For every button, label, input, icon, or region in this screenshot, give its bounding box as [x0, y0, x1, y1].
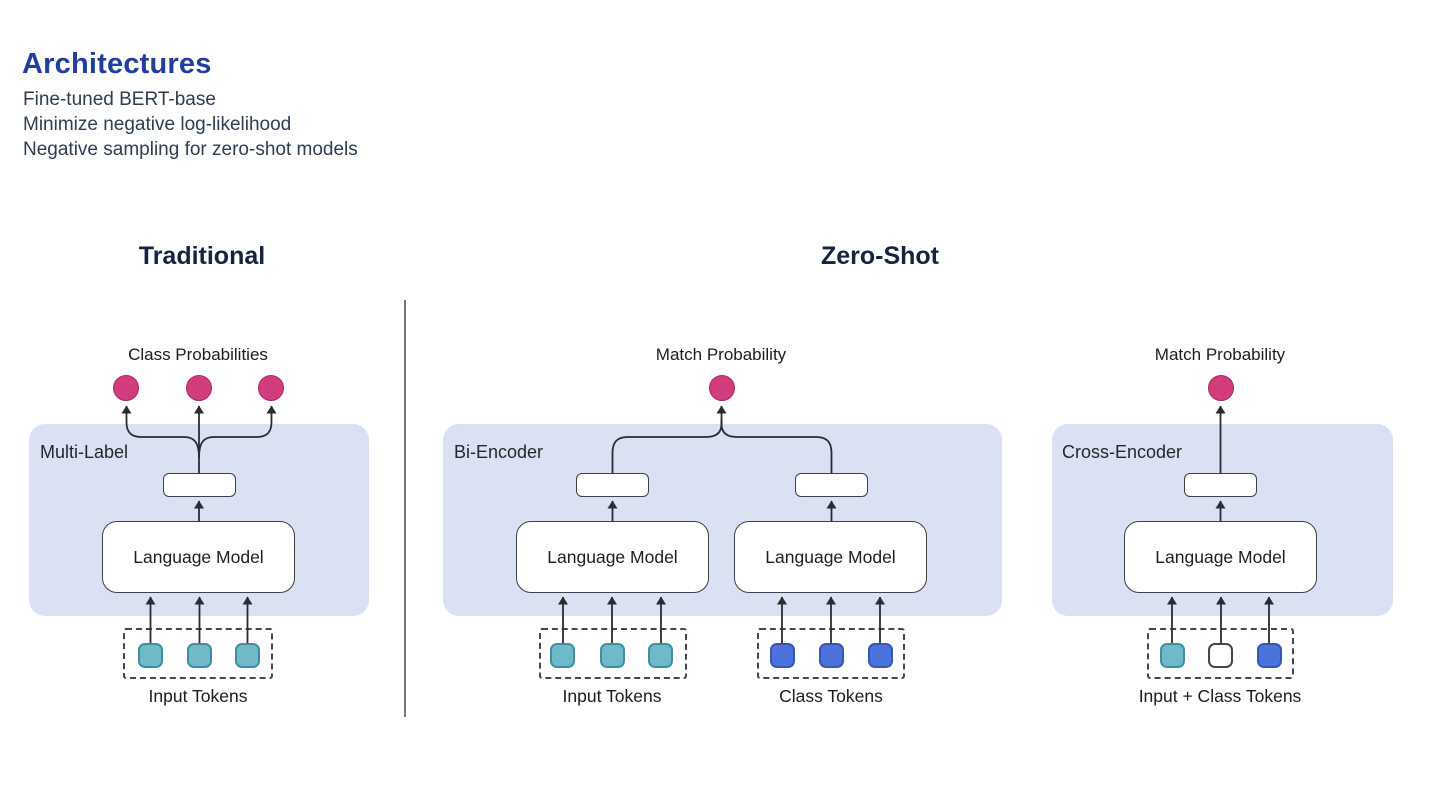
panel-label-cross-encoder: Cross-Encoder [1062, 442, 1183, 462]
token-group-label-class-tokens: Class Tokens [779, 686, 883, 706]
arrow-embed-to-circle-left [121, 405, 200, 459]
class-token [819, 643, 844, 668]
section-divider [404, 300, 406, 717]
class-token [868, 643, 893, 668]
separator-token [1208, 643, 1233, 668]
embedding-box-bi-encoder-class [795, 473, 868, 497]
token-group-multi-label [123, 628, 273, 679]
panel-label-multi-label: Multi-Label [40, 442, 129, 462]
input-token [600, 643, 625, 668]
merge-branch-left [611, 420, 723, 473]
embedding-box-bi-encoder-input [576, 473, 649, 497]
probability-circle [186, 375, 212, 401]
embedding-box-multi-label [163, 473, 236, 497]
section-title-traditional: Traditional [138, 242, 266, 270]
probability-circle [709, 375, 735, 401]
token-group-label-input-tokens: Input Tokens [562, 686, 662, 706]
merge-branch-right [720, 420, 833, 473]
panel-label-bi-encoder: Bi-Encoder [454, 442, 544, 462]
arrow-embed-to-circle-right [198, 405, 277, 459]
probability-circle [258, 375, 284, 401]
input-token [235, 643, 260, 668]
probability-circle [1208, 375, 1234, 401]
subtitle-line-1: Fine-tuned BERT-base [23, 89, 216, 110]
output-label-match-probability-cross: Match Probability [1154, 345, 1286, 364]
section-title-zero-shot: Zero-Shot [820, 242, 940, 270]
input-token [648, 643, 673, 668]
class-token [1257, 643, 1282, 668]
token-group-bi-encoder-input [539, 628, 687, 679]
output-label-class-probabilities: Class Probabilities [128, 345, 268, 364]
input-token [550, 643, 575, 668]
output-label-match-probability-bi: Match Probability [655, 345, 787, 364]
probability-circle [113, 375, 139, 401]
subtitle-line-3: Negative sampling for zero-shot models [23, 139, 358, 160]
token-group-label-input-class-tokens: Input + Class Tokens [1138, 686, 1302, 706]
language-model-box-bi-encoder-class: Language Model [734, 521, 927, 593]
input-token [1160, 643, 1185, 668]
input-token [187, 643, 212, 668]
input-token [138, 643, 163, 668]
class-token [770, 643, 795, 668]
language-model-box-multi-label: Language Model [102, 521, 295, 593]
embedding-box-cross-encoder [1184, 473, 1257, 497]
token-group-label-input-tokens: Input Tokens [148, 686, 248, 706]
language-model-box-bi-encoder-input: Language Model [516, 521, 709, 593]
subtitle-line-2: Minimize negative log-likelihood [23, 114, 292, 135]
page-title: Architectures [22, 48, 212, 80]
language-model-box-cross-encoder: Language Model [1124, 521, 1317, 593]
